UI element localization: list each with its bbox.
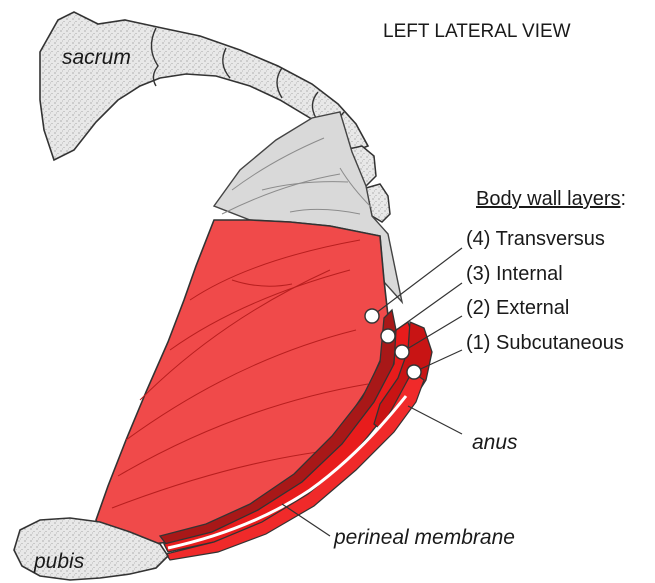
- perineal-membrane-label: perineal membrane: [334, 527, 515, 548]
- legend-heading: Body wall layers:: [476, 189, 626, 209]
- sacrum-label: sacrum: [62, 47, 131, 68]
- marker-transversus: [365, 309, 379, 323]
- legend-item-internal: (3) Internal: [466, 264, 563, 284]
- marker-subcutaneous: [407, 365, 421, 379]
- anus-label: anus: [472, 432, 518, 453]
- legend-item-subcutaneous: (1) Subcutaneous: [466, 333, 624, 353]
- legend-item-transversus: (4) Transversus: [466, 229, 605, 249]
- legend-heading-colon: :: [621, 188, 627, 210]
- legend-item-external: (2) External: [466, 298, 569, 318]
- marker-internal: [381, 329, 395, 343]
- legend-heading-text: Body wall layers: [476, 188, 621, 210]
- marker-external: [395, 345, 409, 359]
- pubis-label: pubis: [34, 551, 84, 572]
- transversus-muscle: [96, 220, 388, 546]
- view-title: LEFT LATERAL VIEW: [383, 22, 571, 41]
